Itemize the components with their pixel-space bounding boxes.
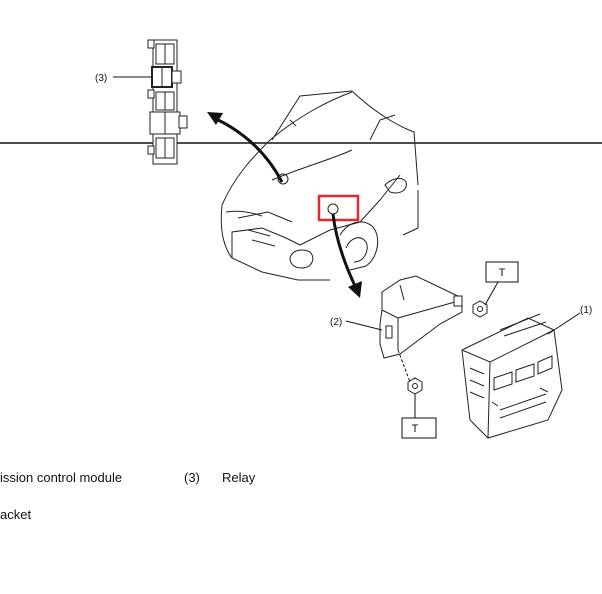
highlight-box <box>317 194 360 222</box>
relay-block <box>147 39 188 165</box>
torque-upper-box <box>485 261 519 283</box>
callout-2-label: (2) <box>330 317 342 328</box>
nut-upper <box>472 300 488 318</box>
torque-upper-leader <box>484 281 499 306</box>
legend-item-3-number: (3) <box>184 470 200 485</box>
vehicle-outline <box>220 90 419 281</box>
legend-item-1: ission control module <box>0 470 123 485</box>
arrow-to-relay <box>213 116 284 183</box>
callout-1-leader <box>547 312 581 335</box>
callout-3-label: (3) <box>95 73 107 84</box>
callout-1-label: (1) <box>580 305 592 316</box>
arrow-to-relay-head <box>207 112 223 125</box>
arrow-to-bracket <box>331 213 358 289</box>
callout-2-leader <box>345 320 383 331</box>
legend-item-3-text: Relay <box>222 470 256 485</box>
bolt-axis <box>397 349 411 383</box>
transmission-control-module <box>461 313 563 439</box>
bracket <box>379 275 463 359</box>
torque-lower-box <box>401 417 437 439</box>
torque-upper-label: T <box>499 267 506 279</box>
legend-item-2: acket <box>0 507 32 522</box>
torque-lower-label: T <box>412 423 419 435</box>
component-location-diagram: (3) (2) <box>0 39 602 439</box>
nut-lower <box>407 377 423 395</box>
arrow-to-bracket-head <box>348 281 362 298</box>
